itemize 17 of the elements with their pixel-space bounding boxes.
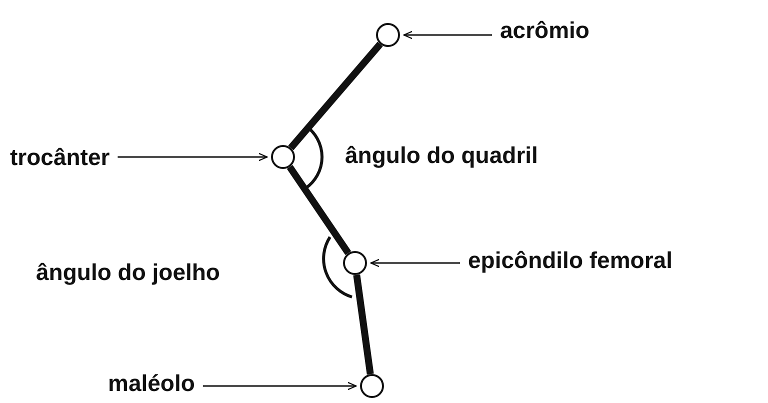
joint-circle — [343, 251, 367, 275]
landmark-label: epicôndilo femoral — [468, 246, 672, 274]
pointer-arrow — [118, 152, 268, 162]
joint-circle — [271, 145, 295, 169]
angle-label: ângulo do quadril — [345, 141, 538, 169]
pointer-arrow — [403, 30, 492, 40]
limb-segment — [286, 164, 352, 256]
angle-label: ângulo do joelho — [36, 258, 220, 286]
joint-circle — [360, 374, 384, 398]
landmark-label: trocânter — [10, 143, 110, 171]
pointer-arrow — [370, 258, 460, 268]
limb-segment — [288, 42, 383, 150]
landmark-label: maléolo — [108, 369, 195, 397]
pointer-arrow — [202, 382, 357, 390]
landmark-label: acrômio — [500, 16, 590, 44]
limb-segment — [353, 274, 374, 375]
joint-circle — [376, 23, 400, 47]
